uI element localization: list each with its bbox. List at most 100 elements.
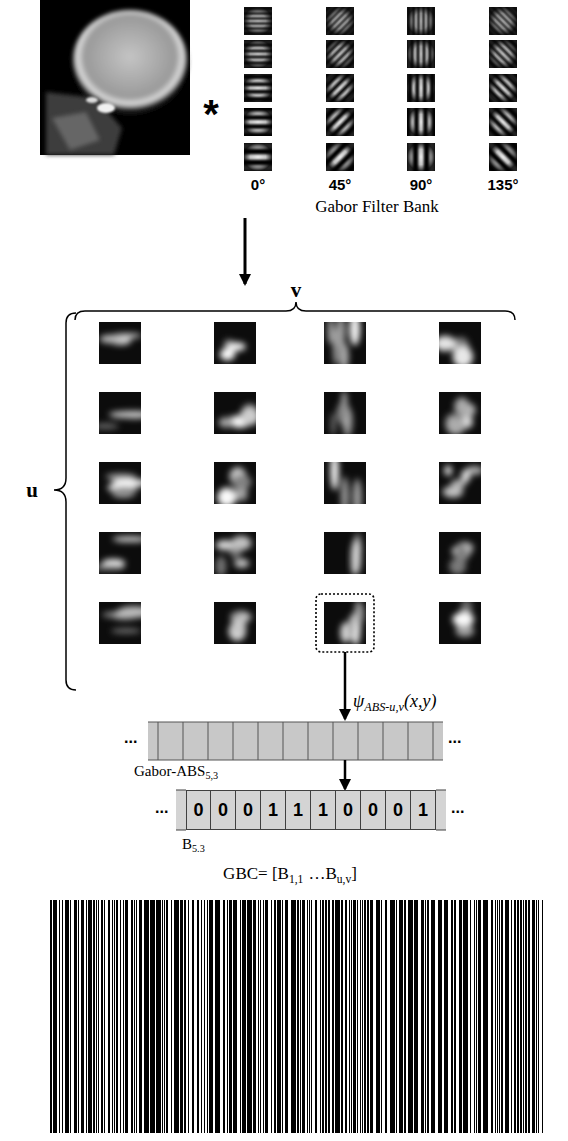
barcode-bar: [201, 900, 202, 1133]
barcode-bar: [258, 900, 259, 1133]
response-blob: [111, 628, 141, 633]
array-label: Gabor-ABS5,3: [134, 763, 218, 780]
formula-label: GBC= [B1,1…Bu,v]: [223, 864, 357, 884]
filter-stripe: [326, 40, 354, 68]
response-image: [439, 392, 481, 434]
barcode-bar: [297, 900, 299, 1133]
barcode-bar: [139, 900, 142, 1133]
bit-cell: 0: [385, 790, 411, 830]
bit-cell: 1: [260, 790, 286, 830]
barcode-bar: [357, 900, 358, 1133]
filter-ground: [407, 7, 435, 35]
filter-ground: [326, 143, 354, 171]
response-image: [439, 462, 481, 504]
response-image: [324, 602, 366, 644]
filter-stripe: [326, 40, 354, 68]
gabor-filter: [407, 143, 435, 171]
barcode-bar: [463, 900, 468, 1133]
filter-stripe: [326, 74, 354, 102]
filter-stripe: [326, 7, 354, 35]
filter-stripe: [489, 108, 517, 136]
ellipsis: ...: [451, 799, 464, 817]
barcode-bar: [78, 900, 79, 1133]
barcode-bar: [233, 900, 237, 1133]
brace: [75, 302, 515, 320]
barcode-bar: [335, 900, 340, 1133]
filter-stripe: [489, 7, 517, 35]
barcode-bar: [514, 900, 516, 1133]
ellipsis-text: ...: [451, 799, 464, 817]
barcode-bar: [162, 900, 163, 1133]
response-blob: [464, 404, 476, 417]
barcode-bar: [223, 900, 225, 1133]
response-blob: [99, 565, 125, 571]
array-divider: [158, 722, 159, 760]
response-image: [324, 322, 366, 364]
filter-ground: [489, 40, 517, 68]
filter-stripe: [489, 143, 517, 171]
barcode-bar: [390, 900, 395, 1133]
barcode-bar: [144, 900, 149, 1133]
response-image: [214, 322, 256, 364]
barcode-bar: [360, 900, 361, 1133]
barcode-bar: [260, 900, 261, 1133]
response-blob: [444, 465, 452, 475]
gabor-filter: [326, 7, 354, 35]
filter-stripe: [326, 40, 354, 68]
filter-ground: [489, 108, 517, 136]
bit-value: 0: [393, 800, 403, 821]
response-blob: [353, 479, 362, 504]
filter-ground: [244, 108, 272, 136]
barcode-bar: [120, 900, 121, 1133]
response-ground: [214, 322, 256, 364]
barcode-bar: [491, 900, 493, 1133]
barcode-bar: [86, 900, 87, 1133]
gabor-filter: [244, 7, 272, 35]
barcode-bar: [96, 900, 97, 1133]
array-fill: [176, 790, 186, 830]
barcode-bar: [367, 900, 369, 1133]
bit-cell: 0: [360, 790, 386, 830]
barcode-bar: [525, 900, 527, 1133]
filter-envelope: [326, 108, 354, 136]
response-blob: [234, 559, 249, 568]
bit-value: 0: [218, 800, 228, 821]
response-blob: [231, 617, 246, 636]
array-divider: [408, 722, 409, 760]
response-blob: [349, 322, 360, 345]
barcode-bar: [376, 900, 380, 1133]
filter-ground: [326, 40, 354, 68]
barcode-bar: [431, 900, 435, 1133]
formula-label-text: GBC= [B: [223, 864, 289, 884]
axis-letter: u: [26, 478, 38, 503]
filter-envelope: [407, 40, 435, 68]
barcode-bar: [476, 900, 477, 1133]
skull-bright-spot: [97, 103, 115, 113]
response-image: [324, 392, 366, 434]
array-edge: [436, 790, 446, 791]
barcode-bar: [240, 900, 241, 1133]
array-edge: [176, 790, 186, 791]
barcode-bar: [253, 900, 256, 1133]
barcode-bar: [184, 900, 186, 1133]
orientation-label: 135°: [487, 176, 518, 193]
gabor-filter-bank: [228, 0, 568, 248]
barcode-bar: [302, 900, 305, 1133]
filter-stripe: [489, 40, 517, 68]
array-divider: [283, 722, 284, 760]
barcode-bar: [385, 900, 387, 1133]
barcode-bar: [277, 900, 281, 1133]
array-fill: [436, 790, 446, 830]
barcode-bar: [309, 900, 310, 1133]
filter-stripe: [326, 143, 354, 171]
barcode: [50, 900, 543, 1133]
gabor-filter: [489, 40, 517, 68]
skull-cranium: [72, 10, 188, 114]
gabor-filter: [326, 74, 354, 102]
barcode-bar: [349, 900, 350, 1133]
filter-stripe: [326, 108, 354, 136]
barcode-bar: [459, 900, 462, 1133]
barcode-bar: [197, 900, 199, 1133]
response-image: [439, 322, 481, 364]
